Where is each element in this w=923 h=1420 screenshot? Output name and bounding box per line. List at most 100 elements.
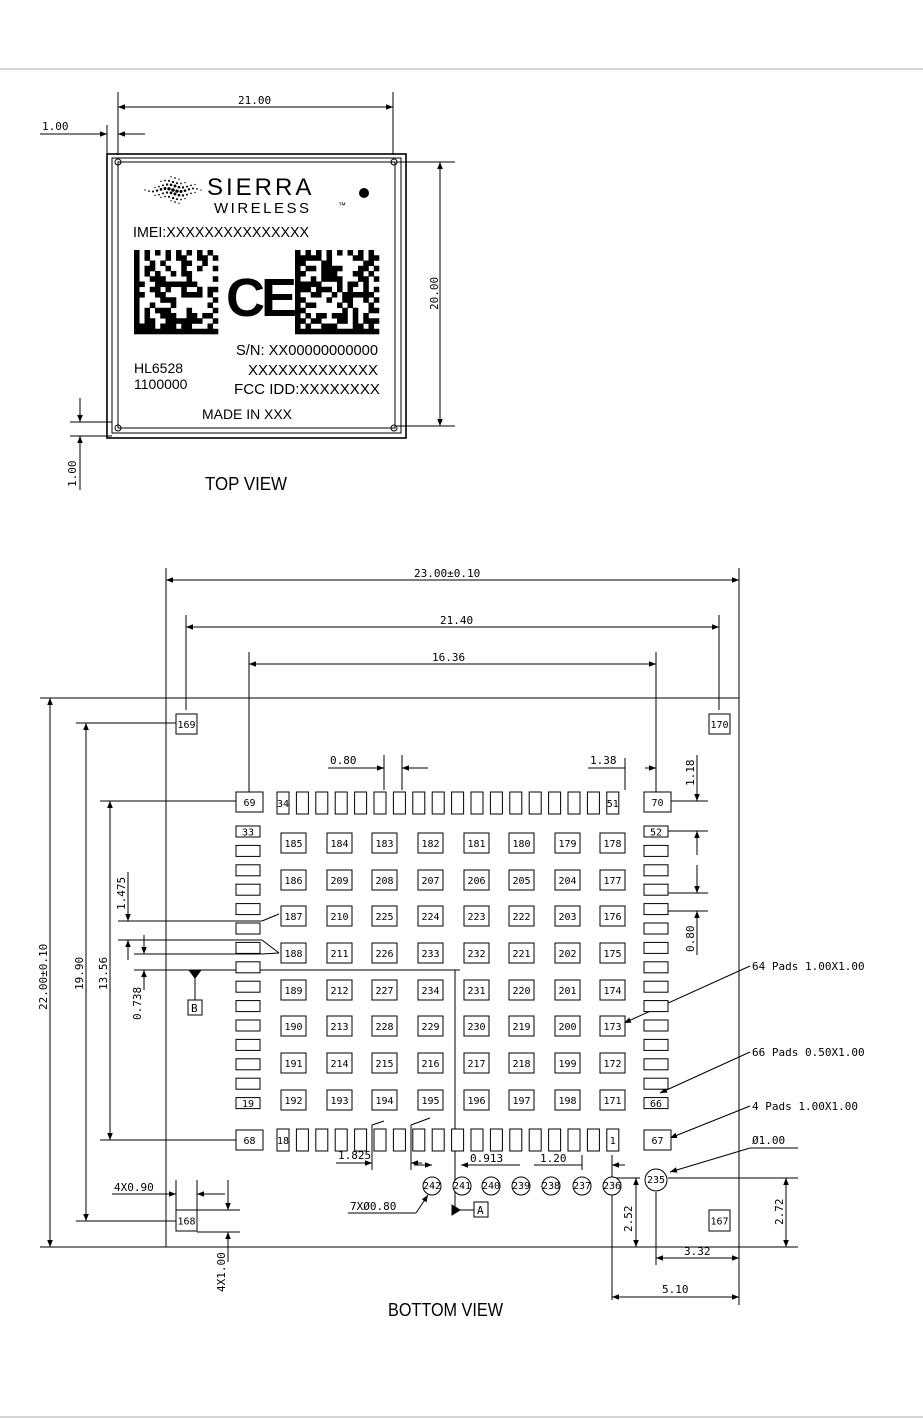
grid-pad-shape [326,1089,353,1111]
matrix-cell [139,281,145,288]
matrix-cell [186,271,193,277]
fcc-label: FCC IDD:XXXXXXXX [234,381,380,398]
logo-dot [184,181,186,184]
dim-252: 2.52 [622,1206,635,1233]
grid-pad: 192 [280,1089,307,1111]
grid-pad-label: 218 [512,1059,530,1070]
grid-pad-shape [326,905,353,927]
logo-dot [175,198,179,201]
matrix-cell [337,250,343,256]
sierra-logo-icon [144,176,202,204]
grid-pad-shape [554,1089,581,1111]
matrix-cell [352,328,359,335]
matrix-cell [134,323,140,330]
grid-pad-shape [463,979,490,1001]
dim-outer-pin-span: 16.36 [432,651,465,664]
edge-pad-left-shape [235,1019,261,1032]
matrix-cell [176,255,182,261]
matrix-cell [368,323,375,330]
top-rule [0,68,923,70]
edge-pad-right [643,980,669,993]
grid-pad: 190 [280,1015,307,1037]
grid-pad: 193 [326,1089,353,1111]
grid-pad-shape [326,942,353,964]
grid-pad: 195 [417,1089,444,1111]
matrix-cell [134,281,140,288]
matrix-cell [212,307,219,314]
edge-pad-top [567,791,581,815]
edge-pad-top [373,791,387,815]
matrix-cell [305,313,312,319]
matrix-cell [197,250,203,256]
matrix-cell [363,318,369,324]
matrix-cell [155,286,161,293]
matrix-cell [134,313,140,319]
round-pad: 236 [602,1176,622,1196]
matrix-cell [186,260,193,267]
callout-4-pads: 4 Pads 1.00X1.00 [752,1100,858,1113]
grid-pad: 177 [599,869,626,891]
matrix-cell [337,313,343,319]
edge-pad-left [235,883,261,896]
grid-pad: 224 [417,905,444,927]
edge-pad-top-shape [315,791,329,815]
grid-pad-shape [463,905,490,927]
edge-pad-top [451,791,465,815]
edge-pad-left-shape [235,1077,261,1090]
edge-pad-right-shape [643,1077,669,1090]
logo-dot [160,180,162,183]
matrix-cell [316,286,322,293]
edge-pad-left-shape [235,864,261,877]
grid-pad-label: 190 [284,1022,302,1033]
grid-pad: 234 [417,979,444,1001]
grid-pad-shape [280,979,307,1001]
dim-0738: 0.738 [131,987,144,1020]
round-pad: 235 [644,1168,668,1192]
edge-pad-large-label: 69 [243,798,255,809]
matrix-cell [176,281,182,288]
grid-pad-shape [371,942,398,964]
grid-pad: 181 [463,832,490,854]
grid-pad-shape [508,1089,535,1111]
matrix-cell [207,302,214,309]
matrix-cell [176,318,182,324]
grid-pad: 200 [554,1015,581,1037]
logo-dot [161,192,165,195]
edge-pad-left-shape [235,1097,261,1110]
grid-pad-shape [280,1015,307,1037]
grid-pad: 213 [326,1015,353,1037]
matrix-cell [358,276,364,282]
round-pad-label: 236 [603,1181,621,1192]
logo-dot [167,179,171,182]
grid-pad-shape [599,905,626,927]
matrix-cell [352,271,359,277]
matrix-cell [181,323,187,330]
edge-pad-top [489,791,503,815]
logo-dot [148,190,150,193]
datum-b: B [191,1002,198,1015]
grid-pad-label: 225 [375,912,393,923]
dim-top-offset: 1.18 [684,760,697,787]
matrix-cell [295,302,301,309]
grid-pad-label: 183 [375,839,393,850]
grid-pad: 207 [417,869,444,891]
grid-pad: 212 [326,979,353,1001]
matrix-cell [134,328,140,335]
grid-pad: 214 [326,1052,353,1074]
grid-pad-shape [417,979,444,1001]
edge-pad-left [235,864,261,877]
edge-pad-bottom [548,1128,562,1152]
matrix-cell [310,302,317,309]
matrix-cell [342,313,348,319]
edge-pad-right: 66 [643,1097,669,1110]
grid-pad: 219 [508,1015,535,1037]
edge-pad-top-label: 51 [607,799,619,810]
grid-pad-label: 196 [467,1096,485,1107]
grid-pad-shape [463,1089,490,1111]
grid-pad: 196 [463,1089,490,1111]
grid-pad-label: 206 [467,876,485,887]
matrix-cell [321,271,327,277]
round-pad-label: 241 [453,1181,471,1192]
matrix-cell [186,276,193,282]
round-pad-shape [572,1176,592,1196]
